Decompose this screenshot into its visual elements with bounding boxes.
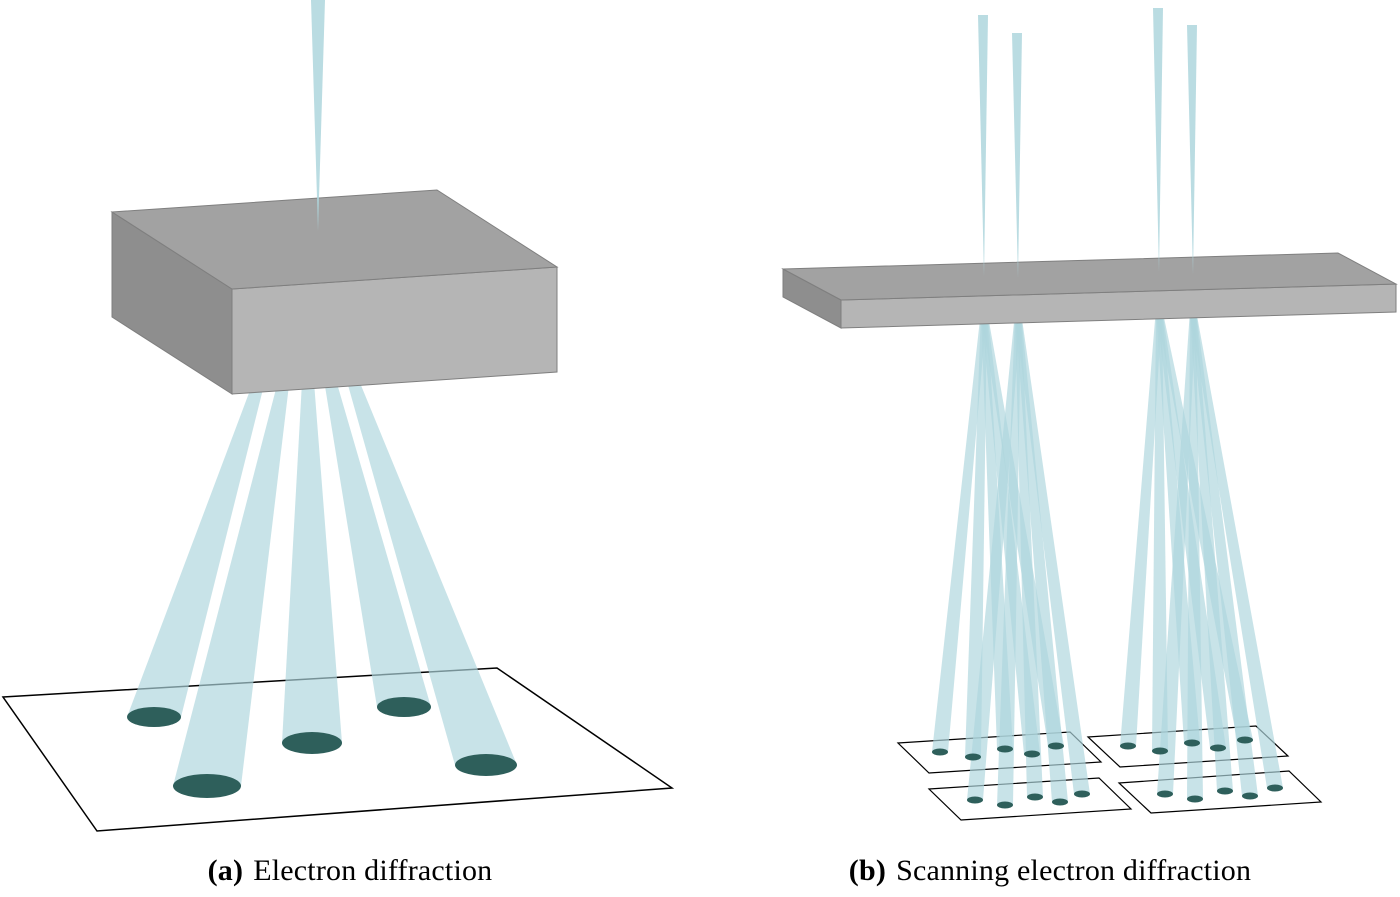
diffraction-spot: [1217, 787, 1233, 795]
caption-b-label: (b): [848, 854, 887, 887]
diffraction-spot: [1052, 798, 1068, 806]
caption-a-label: (a): [207, 854, 244, 887]
caption-a-text: Electron diffraction: [253, 854, 493, 887]
diffracted-beam: [965, 310, 987, 757]
diffraction-spot: [127, 707, 181, 727]
diffracted-beam: [346, 378, 517, 765]
diffracted-beams-b: [932, 308, 1283, 805]
diffraction-spot: [1152, 747, 1168, 755]
sample-slab-a: [110, 189, 559, 395]
diffraction-spot: [967, 796, 983, 804]
detector-planes-b: [896, 725, 1323, 821]
diffracted-beam: [282, 382, 342, 743]
diffraction-spot: [1237, 736, 1253, 744]
diffracted-beam: [173, 385, 289, 786]
diffraction-spot: [1157, 790, 1173, 798]
diffraction-spot: [997, 801, 1013, 809]
diffraction-spot: [282, 732, 342, 754]
diffracted-beam: [1015, 312, 1090, 794]
diffracted-beam: [324, 380, 431, 707]
caption-b-text: Scanning electron diffraction: [896, 854, 1252, 887]
diffracted-beam: [932, 310, 987, 752]
diffraction-spot: [1048, 742, 1064, 750]
incident-beam-a: [311, 0, 325, 231]
diffraction-spot: [1074, 790, 1090, 798]
incident-beams-b: [978, 8, 1197, 278]
incident-beam: [1187, 25, 1197, 274]
diffraction-spots-a: [127, 697, 517, 798]
diffracted-beam: [1190, 310, 1233, 791]
caption-b: (b) Scanning electron diffraction: [700, 854, 1400, 888]
diffraction-spot: [1027, 793, 1043, 801]
diffraction-spot: [932, 748, 948, 756]
diffraction-spot: [1187, 795, 1203, 803]
sample-plate-b: [781, 252, 1398, 329]
panel-b: [781, 8, 1398, 821]
diffraction-spot: [1120, 742, 1136, 750]
diffraction-spot: [1184, 739, 1200, 747]
diffracted-beam: [127, 385, 264, 717]
diffracted-beam: [1120, 308, 1162, 746]
diffracted-beams-a: [127, 378, 517, 786]
diffraction-spot: [455, 754, 517, 776]
diffraction-spot: [377, 697, 431, 717]
diffracted-beam: [1015, 312, 1068, 802]
diffraction-spot: [1267, 784, 1283, 792]
diffraction-spots-b: [932, 736, 1283, 809]
diffracted-beam: [967, 312, 1021, 800]
diffracted-beam: [1157, 310, 1196, 794]
incident-beam: [978, 15, 988, 276]
diffracted-beam: [1187, 310, 1203, 799]
diffracted-beam: [1015, 312, 1043, 797]
diffracted-beam: [1152, 308, 1168, 751]
diffraction-spot: [1242, 792, 1258, 800]
diffracted-beam: [997, 312, 1021, 805]
diffracted-beam: [1190, 310, 1283, 788]
diffraction-spot: [1024, 750, 1040, 758]
diffracted-beam: [1190, 310, 1258, 796]
diffraction-spot: [965, 753, 981, 761]
diffraction-spot: [997, 745, 1013, 753]
slab-top-face: [110, 189, 559, 290]
incident-beam: [1153, 8, 1163, 272]
panel-a: [1, 0, 675, 832]
caption-a: (a) Electron diffraction: [0, 854, 700, 888]
diffraction-spot: [173, 774, 241, 798]
diffraction-spot: [1210, 744, 1226, 752]
incident-beam: [1012, 33, 1022, 278]
plate-top-face: [781, 252, 1398, 301]
